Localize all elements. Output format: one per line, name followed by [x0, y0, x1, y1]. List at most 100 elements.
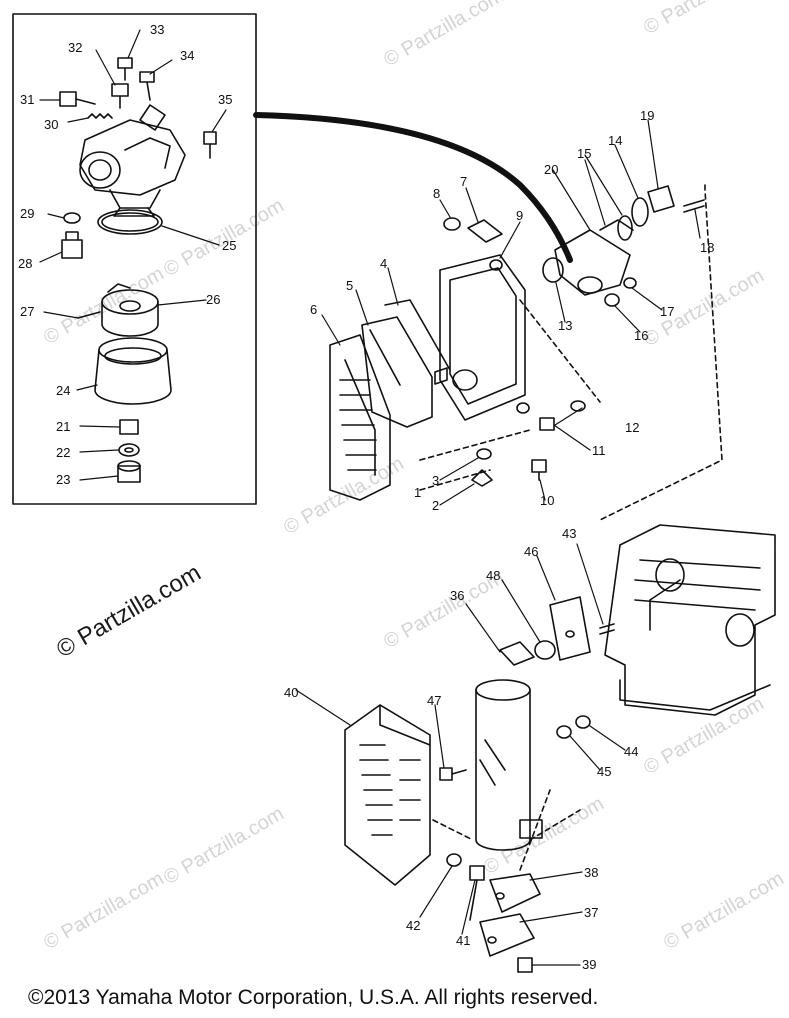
part-label-18: 18 [700, 240, 714, 255]
part-label-47: 47 [427, 693, 441, 708]
washer-17 [623, 277, 637, 289]
wingnut-2 [471, 469, 493, 487]
part-label-32: 32 [68, 40, 82, 55]
part-label-41: 41 [456, 933, 470, 948]
part-label-28: 28 [18, 256, 32, 271]
part-labels: 33 32 34 31 30 35 29 25 28 26 27 24 21 2… [18, 22, 714, 972]
part-label-2: 2 [432, 498, 439, 513]
engine-cylinder [604, 524, 776, 716]
bracket-37 [479, 913, 535, 957]
insulator-14 [631, 197, 649, 227]
o-ring-25 [97, 209, 163, 235]
part-label-27: 27 [20, 304, 34, 319]
part-label-23: 23 [56, 472, 70, 487]
part-label-40: 40 [284, 685, 298, 700]
part-label-8: 8 [433, 186, 440, 201]
air-cleaner-case-1 [434, 254, 526, 421]
screw-35 [203, 131, 217, 159]
element-5 [361, 316, 433, 428]
leader-lines [39, 29, 701, 966]
washer-12 [570, 400, 586, 412]
part-label-9: 9 [516, 208, 523, 223]
carburetor-inset-frame [12, 13, 257, 505]
gasket-22 [118, 443, 140, 457]
washer-3 [476, 448, 492, 460]
part-label-36: 36 [450, 588, 464, 603]
screw-34 [139, 71, 155, 101]
gasket-15 [617, 215, 633, 241]
part-label-4: 4 [380, 256, 387, 271]
part-label-16: 16 [634, 328, 648, 343]
nut-8 [443, 217, 461, 231]
gasket-19 [647, 185, 675, 213]
part-label-1: 1 [414, 485, 421, 500]
part-label-24: 24 [56, 383, 70, 398]
nut-9 [489, 259, 503, 271]
nut-16 [604, 293, 620, 307]
part-label-20: 20 [544, 162, 558, 177]
gasket-46 [549, 596, 591, 661]
stud-18 [683, 199, 705, 213]
part-label-15: 15 [577, 146, 591, 161]
part-label-34: 34 [180, 48, 194, 63]
part-label-26: 26 [206, 292, 220, 307]
bolt-23 [117, 460, 141, 483]
part-label-31: 31 [20, 92, 34, 107]
bolt-41 [469, 865, 485, 921]
part-label-11: 11 [592, 443, 606, 458]
needle-27 [77, 311, 101, 319]
copyright-notice: ©2013 Yamaha Motor Corporation, U.S.A. A… [28, 986, 599, 1009]
carburetor-body [79, 104, 186, 217]
screw-32 [111, 83, 129, 109]
part-label-35: 35 [218, 92, 232, 107]
part-label-43: 43 [562, 526, 576, 541]
part-label-21: 21 [56, 419, 70, 434]
part-label-42: 42 [406, 918, 420, 933]
screw-47 [439, 767, 467, 781]
part-label-37: 37 [584, 905, 598, 920]
jet-21 [119, 419, 139, 435]
part-label-12: 12 [625, 420, 639, 435]
part-label-29: 29 [20, 206, 34, 221]
part-label-38: 38 [584, 865, 598, 880]
part-label-19: 19 [640, 108, 654, 123]
part-label-39: 39 [582, 957, 596, 972]
screw-33 [117, 57, 133, 81]
bolt-10 [531, 459, 547, 481]
part-label-25: 25 [222, 238, 236, 253]
bracket-7 [467, 219, 503, 243]
part-label-33: 33 [150, 22, 164, 37]
nut-44 [575, 715, 591, 729]
part-label-45: 45 [597, 764, 611, 779]
float-bowl-24 [94, 337, 172, 405]
gasket-4 [384, 299, 451, 371]
part-label-6: 6 [310, 302, 317, 317]
fuel-hose [253, 112, 573, 263]
muffler-36 [475, 641, 543, 851]
bolt-11 [539, 417, 555, 431]
washer-45 [556, 725, 572, 739]
part-label-44: 44 [624, 744, 638, 759]
float-26 [101, 283, 159, 337]
screw-31 [59, 91, 96, 107]
part-label-46: 46 [524, 544, 538, 559]
spring-30 [87, 113, 113, 119]
part-label-7: 7 [460, 174, 467, 189]
gasket-48 [534, 640, 556, 660]
washer-29 [63, 212, 81, 224]
part-label-30: 30 [44, 117, 58, 132]
stud-43 [599, 623, 615, 635]
part-label-17: 17 [660, 304, 674, 319]
part-label-22: 22 [56, 445, 70, 460]
muffler-cover-40 [344, 704, 431, 886]
plug-28 [61, 231, 83, 259]
washer-42 [446, 853, 462, 867]
bolt-39 [517, 957, 533, 973]
part-label-3: 3 [432, 473, 439, 488]
assembly-line [599, 184, 723, 521]
bracket-38 [489, 873, 541, 913]
part-label-10: 10 [540, 493, 554, 508]
part-label-14: 14 [608, 133, 622, 148]
part-label-5: 5 [346, 278, 353, 293]
